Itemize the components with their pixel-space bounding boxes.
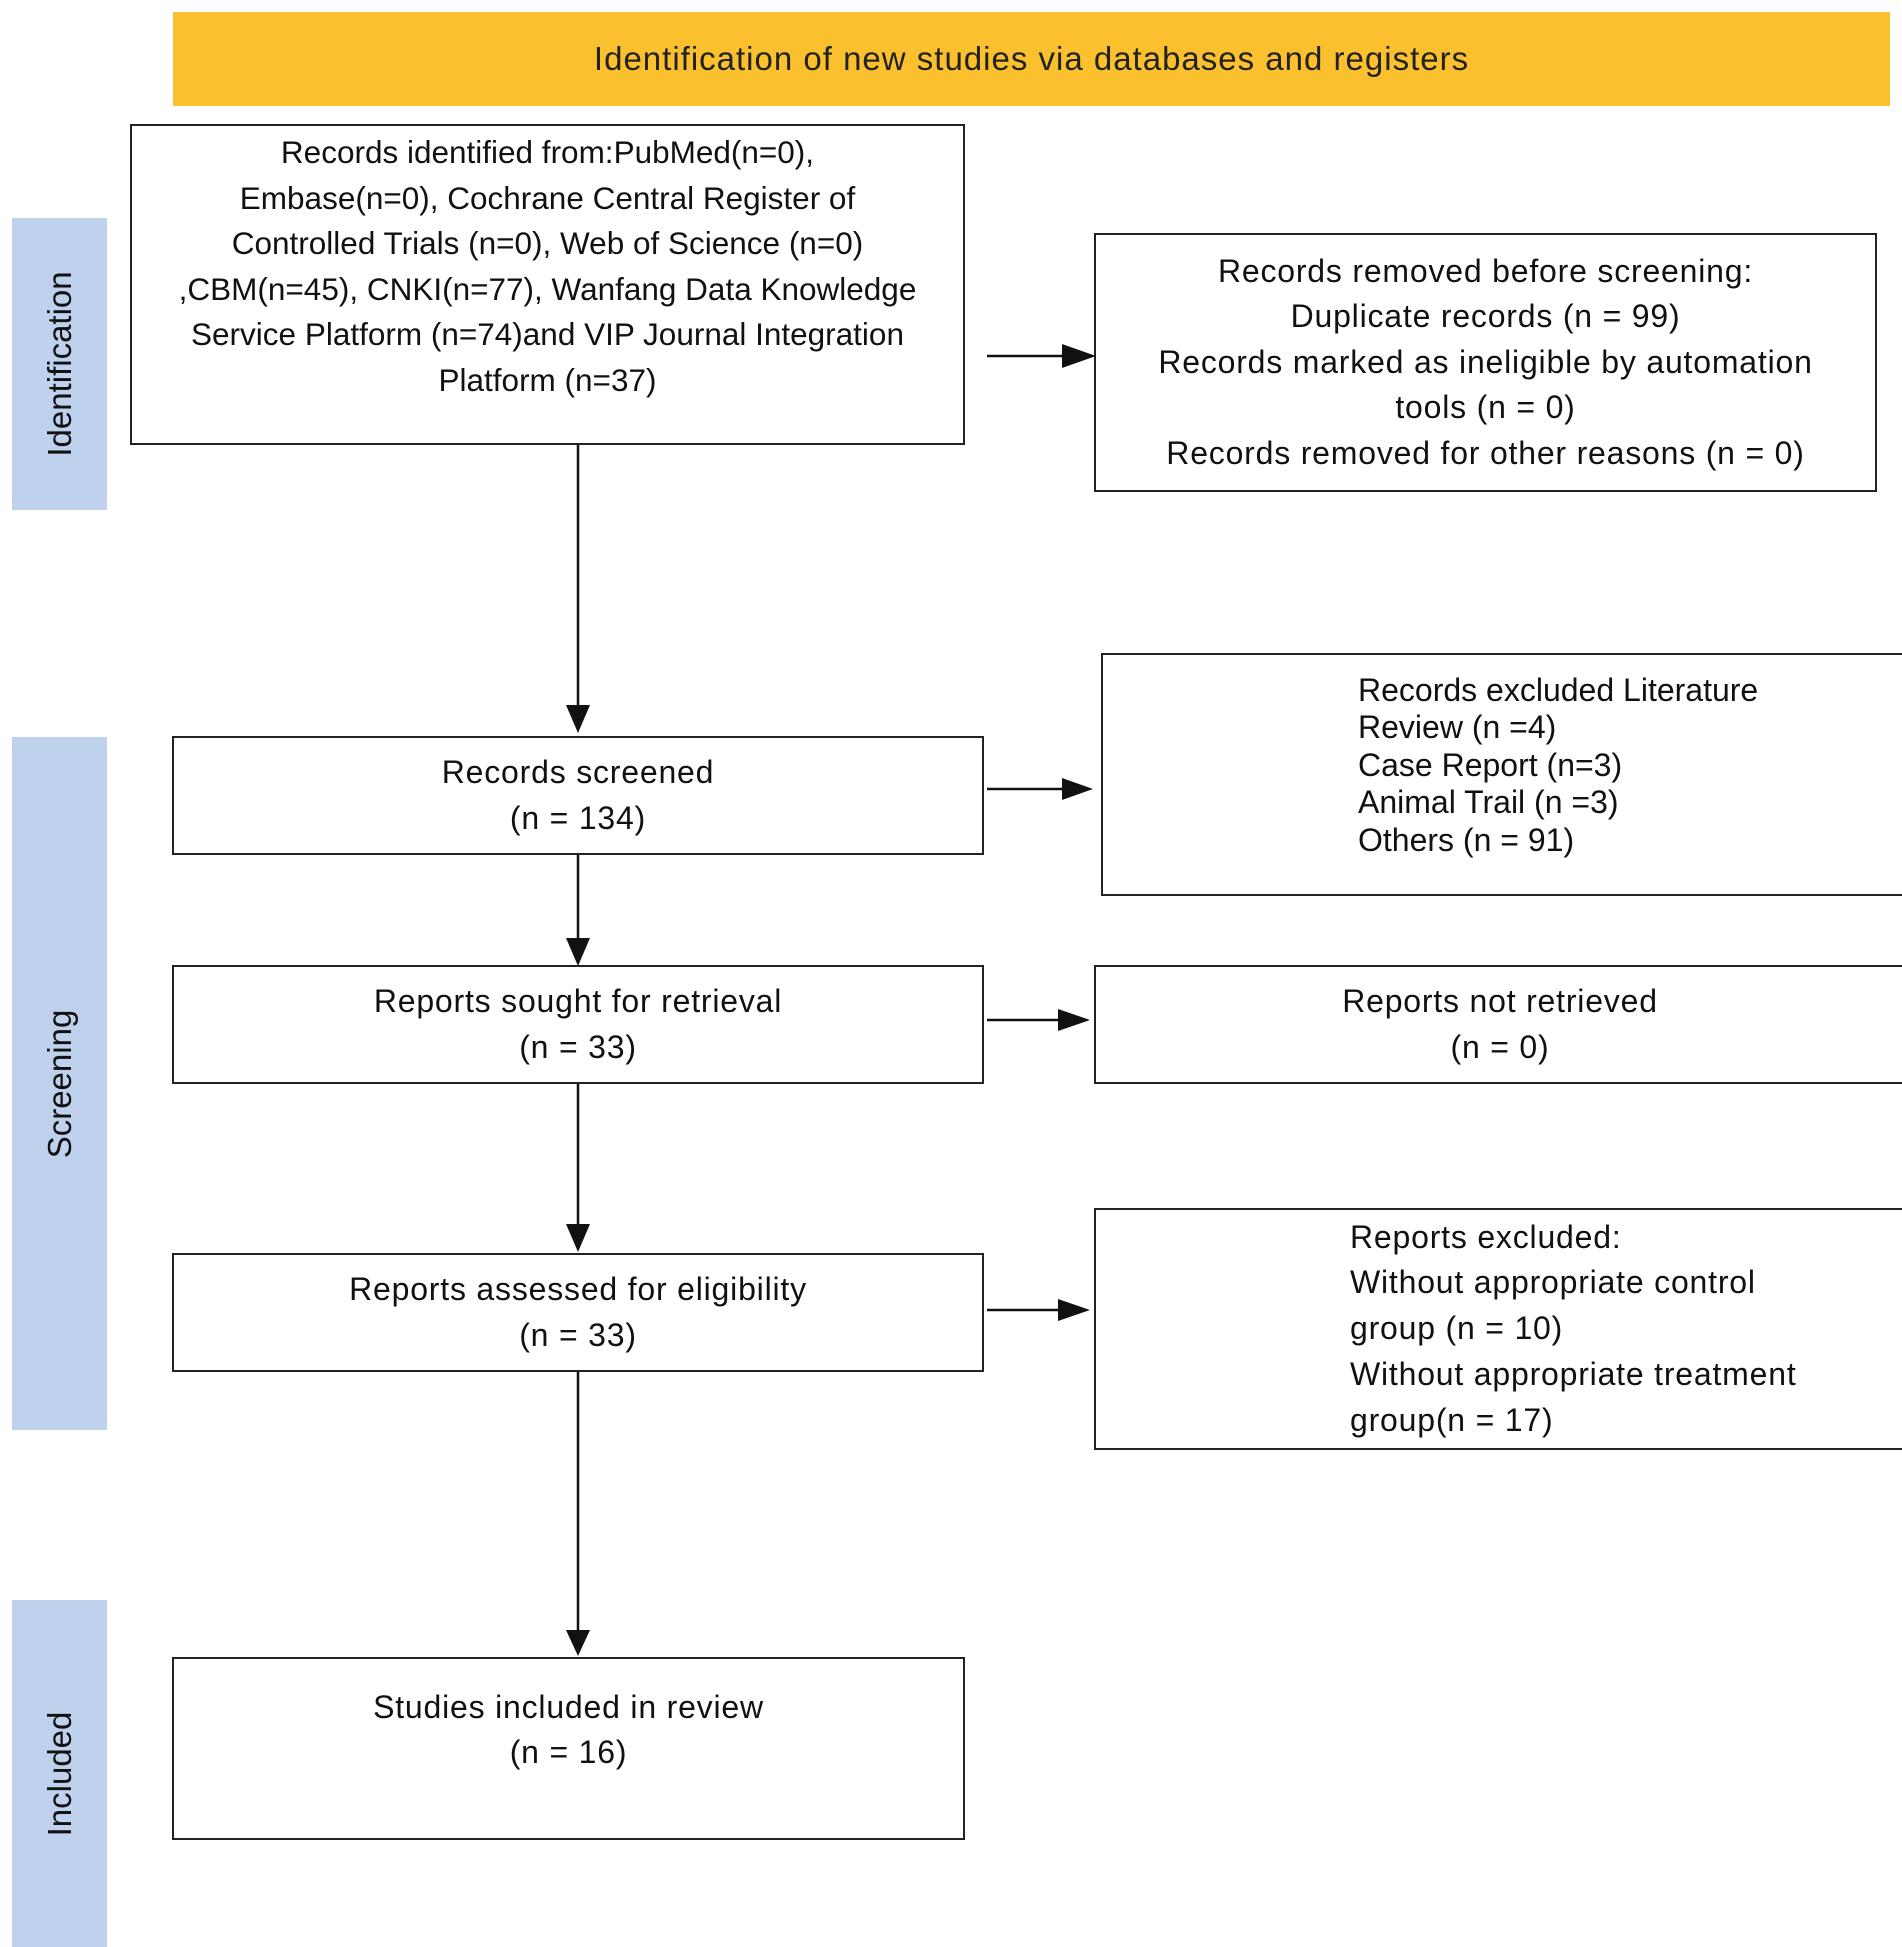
studies-included-line: Studies included in review [373, 1689, 764, 1725]
reports-sought-line: Reports sought for retrieval [373, 983, 783, 1020]
records-excluded-line: Records excluded Literature [1358, 672, 1759, 708]
header-title: Identification of new studies via databa… [593, 40, 1470, 77]
records-screened-line: (n = 134) [509, 799, 647, 836]
records-identified-line: ,CBM(n=45), CNKI(n=77), Wanfang Data Kno… [178, 270, 917, 307]
reports-sought-line: (n = 33) [519, 1028, 637, 1065]
records-identified-box: Records identified from:PubMed(n=0), Emb… [130, 124, 965, 445]
reports-assessed-line: Reports assessed for eligibility [349, 1271, 807, 1308]
records-identified-line: Controlled Trials (n=0), Web of Science … [231, 225, 864, 262]
reports-excluded-line: Without appropriate control [1350, 1264, 1756, 1301]
records-excluded-box: Records excluded Literature Review (n =4… [1101, 653, 1902, 896]
records-identified-line: Platform (n=37) [438, 361, 657, 398]
arrowhead-down [566, 1224, 590, 1252]
records-removed-line: Records removed before screening: [1217, 252, 1754, 289]
arrowhead-right [1062, 344, 1096, 368]
header-banner: Identification of new studies via databa… [173, 12, 1890, 106]
arrowhead-down [566, 705, 590, 733]
records-excluded-line: Case Report (n=3) [1358, 746, 1623, 783]
reports-assessed-box: Reports assessed for eligibility (n = 33… [172, 1253, 984, 1372]
reports-excluded-box: Reports excluded: Without appropriate co… [1094, 1208, 1902, 1450]
reports-excluded-line: Without appropriate treatment [1350, 1355, 1797, 1392]
records-excluded-line: Animal Trail (n =3) [1358, 784, 1619, 821]
studies-included-line: (n = 16) [509, 1734, 628, 1771]
records-excluded-line: Review (n =4) [1358, 709, 1557, 746]
records-excluded-line: Others (n = 91) [1358, 821, 1575, 858]
phase-screening: Screening [12, 737, 107, 1430]
arrowhead-right [1058, 1009, 1090, 1031]
reports-sought-box: Reports sought for retrieval (n = 33) [172, 965, 984, 1084]
reports-excluded-line: group(n = 17) [1350, 1401, 1554, 1438]
reports-not-retrieved-box: Reports not retrieved (n = 0) [1094, 965, 1902, 1084]
reports-not-retrieved-line: (n = 0) [1450, 1028, 1550, 1065]
arrowhead-right [1062, 778, 1093, 800]
records-removed-line: tools (n = 0) [1395, 389, 1576, 426]
records-screened-box: Records screened (n = 134) [172, 736, 984, 855]
records-removed-line: Records removed for other reasons (n = 0… [1166, 434, 1805, 471]
records-removed-line: Duplicate records (n = 99) [1290, 298, 1681, 335]
records-screened-line: Records screened [441, 754, 715, 791]
reports-excluded-line: Reports excluded: [1350, 1218, 1622, 1255]
arrowhead-right [1058, 1299, 1090, 1321]
records-removed-box: Records removed before screening: Duplic… [1094, 233, 1877, 492]
reports-not-retrieved-line: Reports not retrieved [1342, 983, 1658, 1020]
records-identified-line: Embase(n=0), Cochrane Central Register o… [239, 179, 856, 216]
records-identified-line: Records identified from:PubMed(n=0), [280, 134, 815, 170]
arrowhead-down [566, 1630, 590, 1656]
reports-assessed-line: (n = 33) [519, 1316, 637, 1353]
phase-identification: Identification [12, 218, 107, 510]
records-identified-line: Service Platform (n=74)and VIP Journal I… [191, 316, 904, 353]
phase-included: Included [12, 1600, 107, 1947]
arrowhead-down [566, 938, 590, 966]
records-removed-line: Records marked as ineligible by automati… [1158, 343, 1813, 380]
reports-excluded-line: group (n = 10) [1350, 1310, 1564, 1347]
studies-included-box: Studies included in review (n = 16) [172, 1657, 965, 1840]
